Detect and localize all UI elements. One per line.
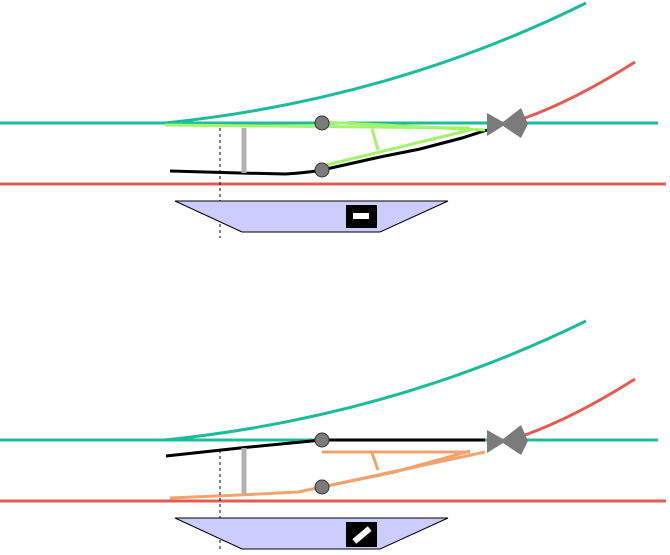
through-rail-curve — [164, 1, 587, 125]
diverging-rail-curve — [524, 377, 636, 437]
pivot-upper — [314, 115, 330, 131]
diverging-rail-curve — [524, 60, 636, 120]
linkage-lower-arm — [321, 450, 486, 489]
switch-point-rail — [165, 438, 485, 458]
switch-linkage-reverse — [169, 449, 486, 500]
horizontal-bar-icon — [353, 213, 369, 219]
panel-normal-position — [0, 1, 666, 238]
linkage-brace — [370, 452, 380, 471]
linkage-upper-arm — [321, 120, 486, 132]
lever-indicator-normal — [346, 205, 377, 228]
pivot-lower — [314, 479, 330, 495]
lever-housing — [174, 200, 449, 233]
through-rail-curve — [164, 319, 587, 442]
lever-housing — [174, 517, 449, 550]
panel-reverse-position — [0, 319, 666, 552]
linkage-brace — [370, 128, 380, 151]
switch-point-rail — [169, 128, 488, 176]
linkage-lower-arm — [321, 128, 471, 168]
pivot-upper — [314, 432, 330, 448]
diagonal-bar-icon — [352, 526, 372, 544]
lever-indicator-reverse — [346, 522, 377, 547]
frog-icon — [487, 425, 528, 455]
pivot-lower — [314, 162, 330, 178]
frog-icon — [487, 108, 528, 138]
